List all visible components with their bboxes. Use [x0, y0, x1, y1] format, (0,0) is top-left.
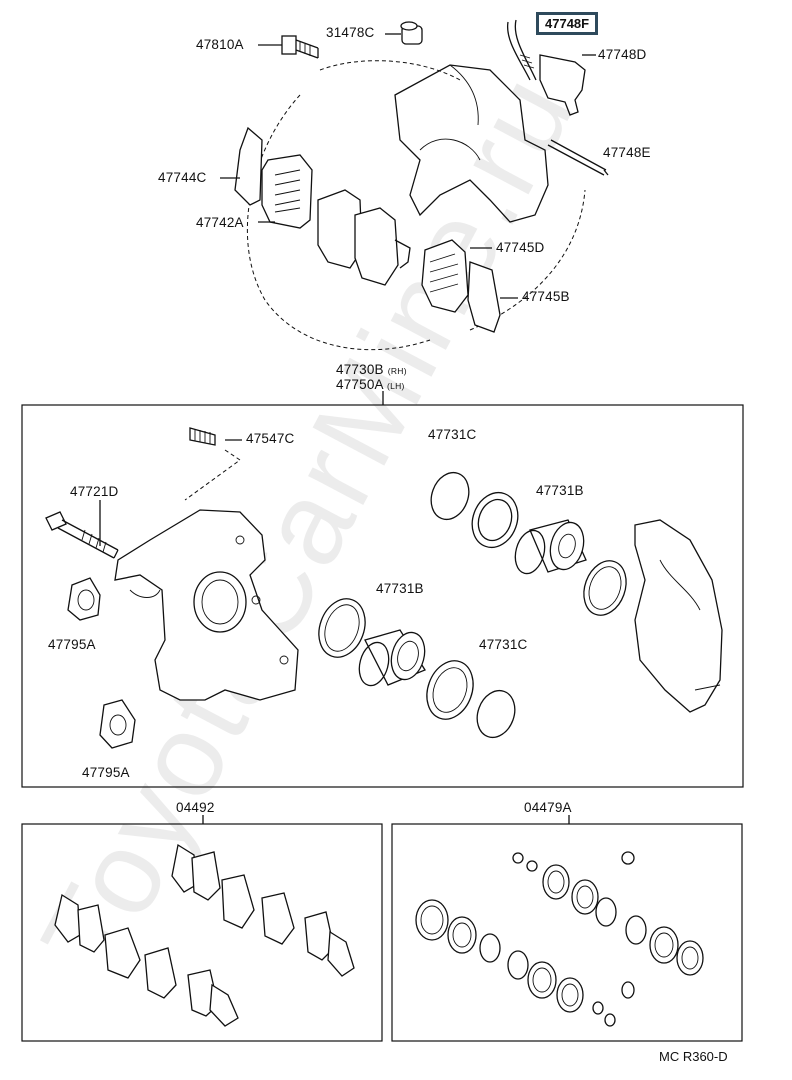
bolt-47721D — [45, 500, 119, 559]
label-04479A[interactable]: 04479A — [524, 800, 572, 815]
bracket-47795A-1 — [67, 577, 101, 621]
label-04492[interactable]: 04492 — [176, 800, 215, 815]
label-47745D[interactable]: 47745D — [496, 240, 545, 255]
seal-47731B-2 — [318, 598, 366, 658]
pad-47742A — [258, 154, 313, 229]
label-47750A[interactable]: 47750A (LH) — [336, 378, 405, 393]
piston-right — [514, 519, 587, 575]
seal-kit-frame — [391, 823, 743, 1042]
label-lh: (LH) — [386, 381, 405, 391]
ring-47731C-1 — [430, 471, 470, 521]
caliper-outer-half — [634, 519, 723, 713]
label-47742A[interactable]: 47742A — [196, 215, 244, 230]
steering-knuckle — [394, 64, 549, 223]
shim-47744C — [220, 126, 263, 206]
label-47748F-highlighted[interactable]: 47748F — [536, 12, 599, 35]
bolt-47810A — [258, 35, 319, 59]
pad-center — [317, 189, 411, 286]
label-47750A-number: 47750A — [336, 377, 383, 392]
pad-kit-frame — [21, 823, 383, 1042]
label-47810A[interactable]: 47810A — [196, 37, 244, 52]
label-47744C[interactable]: 47744C — [158, 170, 207, 185]
bleeder-47547C — [184, 427, 242, 501]
label-47730B-number: 47730B — [336, 362, 384, 377]
label-47731C-2[interactable]: 47731C — [479, 637, 528, 652]
caliper-body — [114, 509, 299, 701]
label-rh: (RH) — [387, 366, 407, 376]
seal-kit-parts — [415, 851, 704, 1027]
bracket-47795A-2 — [99, 699, 136, 749]
piston-left — [358, 629, 426, 687]
disc-rotor — [247, 60, 586, 351]
label-47730B[interactable]: 47730B (RH) — [336, 363, 407, 378]
label-47795A-1[interactable]: 47795A — [48, 637, 96, 652]
ring-47731C-2 — [476, 689, 516, 739]
label-47748E[interactable]: 47748E — [603, 145, 651, 160]
spring-47748F — [506, 19, 537, 81]
label-47748D[interactable]: 47748D — [598, 47, 647, 62]
label-31478C[interactable]: 31478C — [326, 25, 375, 40]
seal-right-outer — [583, 560, 627, 616]
label-47731C-1[interactable]: 47731C — [428, 427, 477, 442]
label-47731B-1[interactable]: 47731B — [536, 483, 584, 498]
cap-31478C — [385, 21, 423, 45]
seal-47731B-1 — [471, 491, 519, 549]
label-47547C[interactable]: 47547C — [246, 431, 295, 446]
seal-left-outer — [426, 660, 474, 720]
diagram-code: MC R360-D — [659, 1049, 728, 1064]
label-47795A-2[interactable]: 47795A — [82, 765, 130, 780]
plate-47748D — [539, 54, 596, 116]
pin-47748E — [547, 139, 609, 176]
pad-kit-parts — [54, 843, 355, 1027]
label-47745B[interactable]: 47745B — [522, 289, 570, 304]
label-47721D[interactable]: 47721D — [70, 484, 119, 499]
label-47731B-2[interactable]: 47731B — [376, 581, 424, 596]
shim-47745B — [467, 261, 518, 333]
pad-47745D — [421, 239, 492, 313]
